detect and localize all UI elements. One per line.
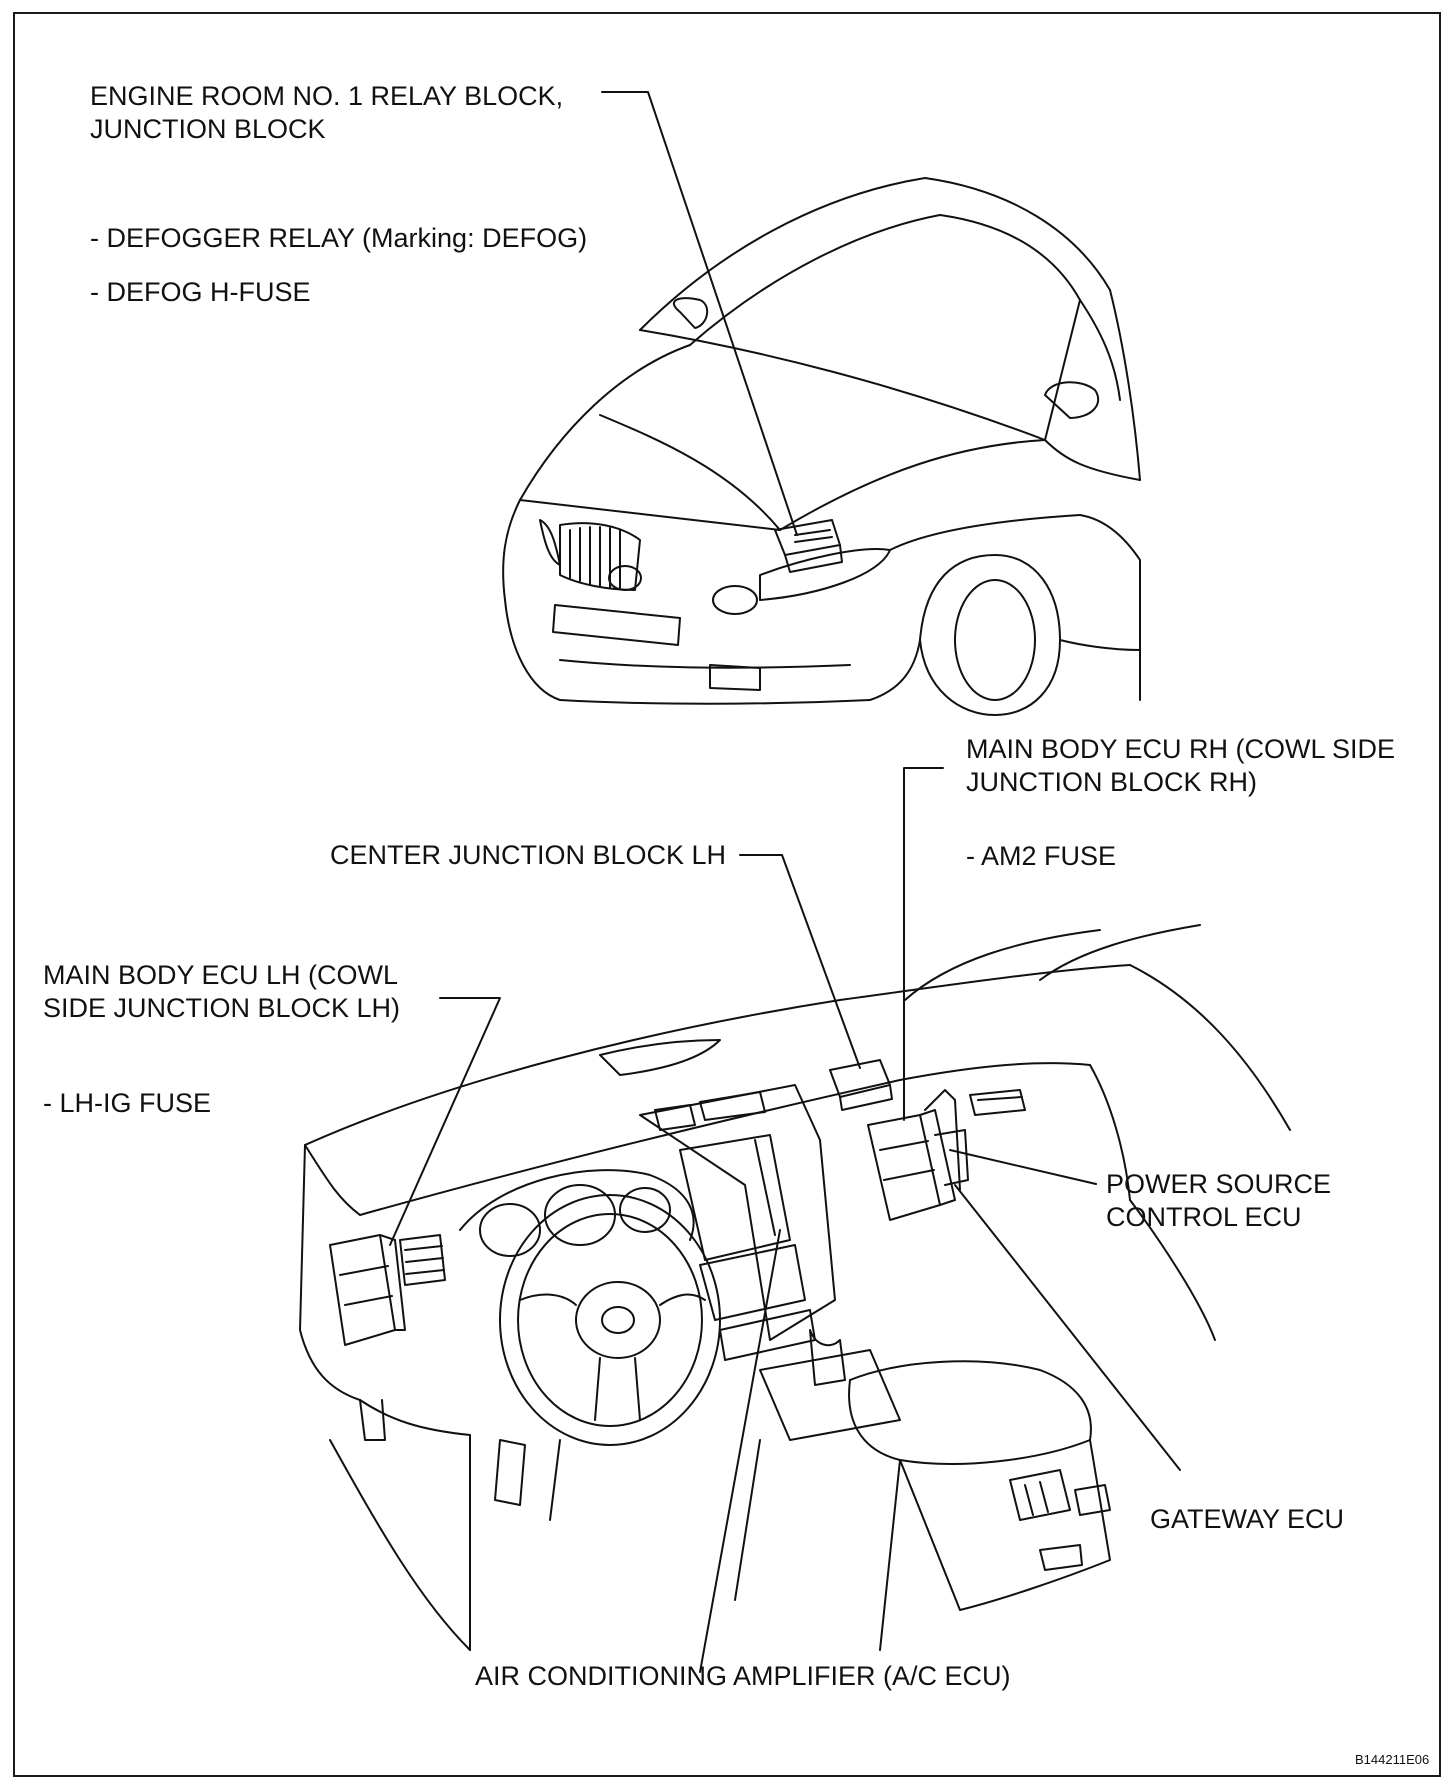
label-am2-fuse: - AM2 FUSE [966, 841, 1117, 871]
diagram-frame [13, 12, 1441, 1777]
label-main-body-ecu-lh: MAIN BODY ECU LH (COWL SIDE JUNCTION BLO… [43, 959, 400, 1025]
label-main-body-ecu-rh: MAIN BODY ECU RH (COWL SIDE JUNCTION BLO… [966, 733, 1395, 799]
label-center-junction-block-lh: CENTER JUNCTION BLOCK LH [330, 840, 727, 870]
leader-gateway-ecu [954, 1184, 1181, 1471]
label-line: ENGINE ROOM NO. 1 RELAY BLOCK, [90, 81, 564, 111]
leader-lines [389, 91, 1181, 1673]
car-exterior-drawing [502, 177, 1141, 716]
label-line: MAIN BODY ECU RH (COWL SIDE [966, 734, 1396, 764]
label-line: MAIN BODY ECU LH (COWL [43, 960, 399, 990]
label-line: JUNCTION BLOCK RH) [966, 767, 1258, 797]
leader-power-source-ecu [949, 1149, 1097, 1185]
label-lh-ig-fuse: - LH-IG FUSE [43, 1088, 212, 1118]
label-line: SIDE JUNCTION BLOCK LH) [43, 993, 401, 1023]
leader-center-junction-block [739, 854, 861, 1069]
label-air-conditioning-amplifier: AIR CONDITIONING AMPLIFIER (A/C ECU) [475, 1661, 1011, 1691]
label-line: JUNCTION BLOCK [90, 114, 326, 144]
leader-ac-amplifier [699, 1229, 781, 1673]
leader-engine-room [601, 91, 798, 536]
label-line: POWER SOURCE [1106, 1169, 1332, 1199]
leader-main-body-ecu-rh [903, 767, 944, 1121]
leader-main-body-ecu-lh [389, 997, 501, 1246]
figure-code: B144211E06 [1355, 1752, 1430, 1767]
label-power-source-control-ecu: POWER SOURCE CONTROL ECU [1106, 1168, 1331, 1234]
label-gateway-ecu: GATEWAY ECU [1150, 1504, 1345, 1534]
label-defogger-relay: - DEFOGGER RELAY (Marking: DEFOG) [90, 223, 588, 253]
label-engine-room-relay-block: ENGINE ROOM NO. 1 RELAY BLOCK, JUNCTION … [90, 80, 563, 146]
label-line: CONTROL ECU [1106, 1202, 1302, 1232]
label-defog-h-fuse: - DEFOG H-FUSE [90, 277, 311, 307]
cabin-interior-drawing [299, 924, 1291, 1651]
